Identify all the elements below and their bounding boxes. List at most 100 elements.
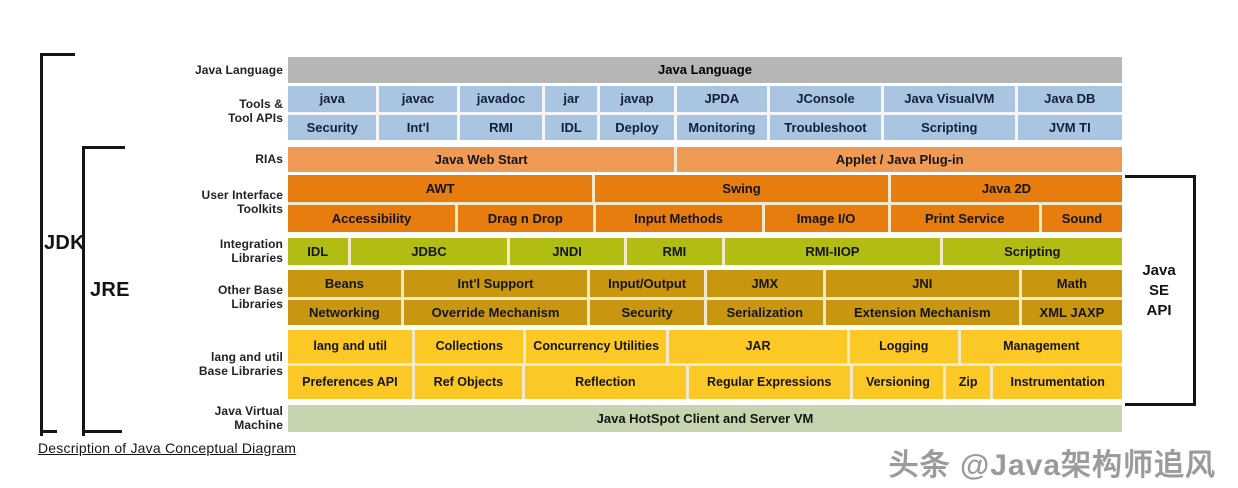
- row-label-line: lang and util: [211, 350, 283, 364]
- java-se-api-line: API: [1146, 301, 1172, 319]
- cell-javadoc: javadoc: [459, 86, 543, 112]
- cell-serialization: Serialization: [706, 300, 823, 325]
- row-label-line: Tools &: [239, 97, 283, 111]
- cell-beans: Beans: [288, 270, 401, 297]
- row-label-line: Toolkits: [237, 202, 283, 216]
- row-label-rias: RIAs: [255, 152, 283, 166]
- java-se-api-label: Java SE API: [1142, 261, 1175, 321]
- cell-jconsole: JConsole: [770, 86, 881, 112]
- cell-logging: Logging: [849, 330, 958, 363]
- row-label-line: User Interface: [201, 188, 283, 202]
- cell-management: Management: [960, 330, 1122, 363]
- cell-java-hotspot-client-and-server-vm: Java HotSpot Client and Server VM: [288, 405, 1122, 432]
- cell-jvm-ti: JVM TI: [1017, 115, 1122, 140]
- cell-rmi: RMI: [459, 115, 543, 140]
- cell-swing: Swing: [595, 175, 888, 202]
- cell-input-output: Input/Output: [590, 270, 704, 297]
- row-label-line: Base Libraries: [198, 364, 283, 378]
- row-label-line: Libraries: [231, 251, 283, 265]
- cell-security: Security: [288, 115, 377, 140]
- cell-drag-n-drop: Drag n Drop: [457, 205, 593, 232]
- cell-instrumentation: Instrumentation: [993, 366, 1123, 399]
- cell-java-visualvm: Java VisualVM: [883, 86, 1015, 112]
- cell-rmi: RMI: [626, 238, 723, 265]
- group-java-language: Java Language: [288, 57, 1122, 83]
- jdk-bracket: [40, 53, 75, 436]
- cell-xml-jaxp: XML JAXP: [1021, 300, 1122, 325]
- row-java-language: Java Language: [288, 57, 1122, 83]
- row-label-line: RIAs: [255, 152, 283, 166]
- cell-idl: IDL: [545, 115, 598, 140]
- jre-bracket: [82, 146, 125, 436]
- cell-security: Security: [590, 300, 704, 325]
- row-label-line: Tool APIs: [228, 111, 283, 125]
- cell-java-web-start: Java Web Start: [288, 147, 675, 172]
- jre-bracket-bottom: [82, 430, 122, 433]
- cell-override-mechanism: Override Mechanism: [403, 300, 588, 325]
- cell-int-l-support: Int'l Support: [403, 270, 588, 297]
- cell-applet-java-plug-in: Applet / Java Plug-in: [677, 147, 1122, 172]
- java-se-api-bracket: Java SE API: [1125, 175, 1196, 406]
- row-label-tools-and-tool-apis: Tools &Tool APIs: [228, 97, 283, 125]
- cell-regular-expressions: Regular Expressions: [688, 366, 850, 399]
- cell-jmx: JMX: [706, 270, 823, 297]
- row-label-line: Machine: [234, 418, 283, 432]
- cell-accessibility: Accessibility: [288, 205, 455, 232]
- cell-monitoring: Monitoring: [676, 115, 767, 140]
- jre-label: JRE: [90, 279, 130, 301]
- row-label-line: Other Base: [217, 283, 283, 297]
- java-se-api-line: Java: [1142, 261, 1176, 279]
- cell-reflection: Reflection: [525, 366, 686, 399]
- cell-collections: Collections: [415, 330, 524, 363]
- cell-math: Math: [1021, 270, 1122, 297]
- description-link[interactable]: Description of Java Conceptual Diagram: [38, 440, 297, 456]
- cell-awt: AWT: [288, 175, 593, 202]
- cell-jar: jar: [545, 86, 598, 112]
- cell-jpda: JPDA: [676, 86, 767, 112]
- cell-extension-mechanism: Extension Mechanism: [825, 300, 1019, 325]
- cell-scripting: Scripting: [883, 115, 1015, 140]
- cell-jni: JNI: [825, 270, 1019, 297]
- cell-concurrency-utilities: Concurrency Utilities: [526, 330, 667, 363]
- cell-sound: Sound: [1041, 205, 1122, 232]
- cell-versioning: Versioning: [852, 366, 943, 399]
- cell-deploy: Deploy: [600, 115, 674, 140]
- cell-java-2d: Java 2D: [890, 175, 1122, 202]
- cell-troubleshoot: Troubleshoot: [770, 115, 881, 140]
- cell-lang-and-util: lang and util: [288, 330, 413, 363]
- cell-print-service: Print Service: [890, 205, 1039, 232]
- cell-networking: Networking: [288, 300, 401, 325]
- cell-javap: javap: [600, 86, 674, 112]
- cell-java: java: [288, 86, 377, 112]
- cell-jndi: JNDI: [510, 238, 624, 265]
- watermark-text: 头条 @Java架构师追风: [888, 449, 1216, 482]
- cell-rmi-iiop: RMI-IIOP: [725, 238, 940, 265]
- cell-input-methods: Input Methods: [595, 205, 762, 232]
- cell-java-language: Java Language: [288, 57, 1122, 83]
- cell-scripting: Scripting: [942, 238, 1122, 265]
- row-label-java-language: Java Language: [195, 63, 283, 77]
- cell-zip: Zip: [945, 366, 991, 399]
- jdk-bracket-bottom: [40, 430, 57, 433]
- row-label-line: Java Virtual: [214, 404, 283, 418]
